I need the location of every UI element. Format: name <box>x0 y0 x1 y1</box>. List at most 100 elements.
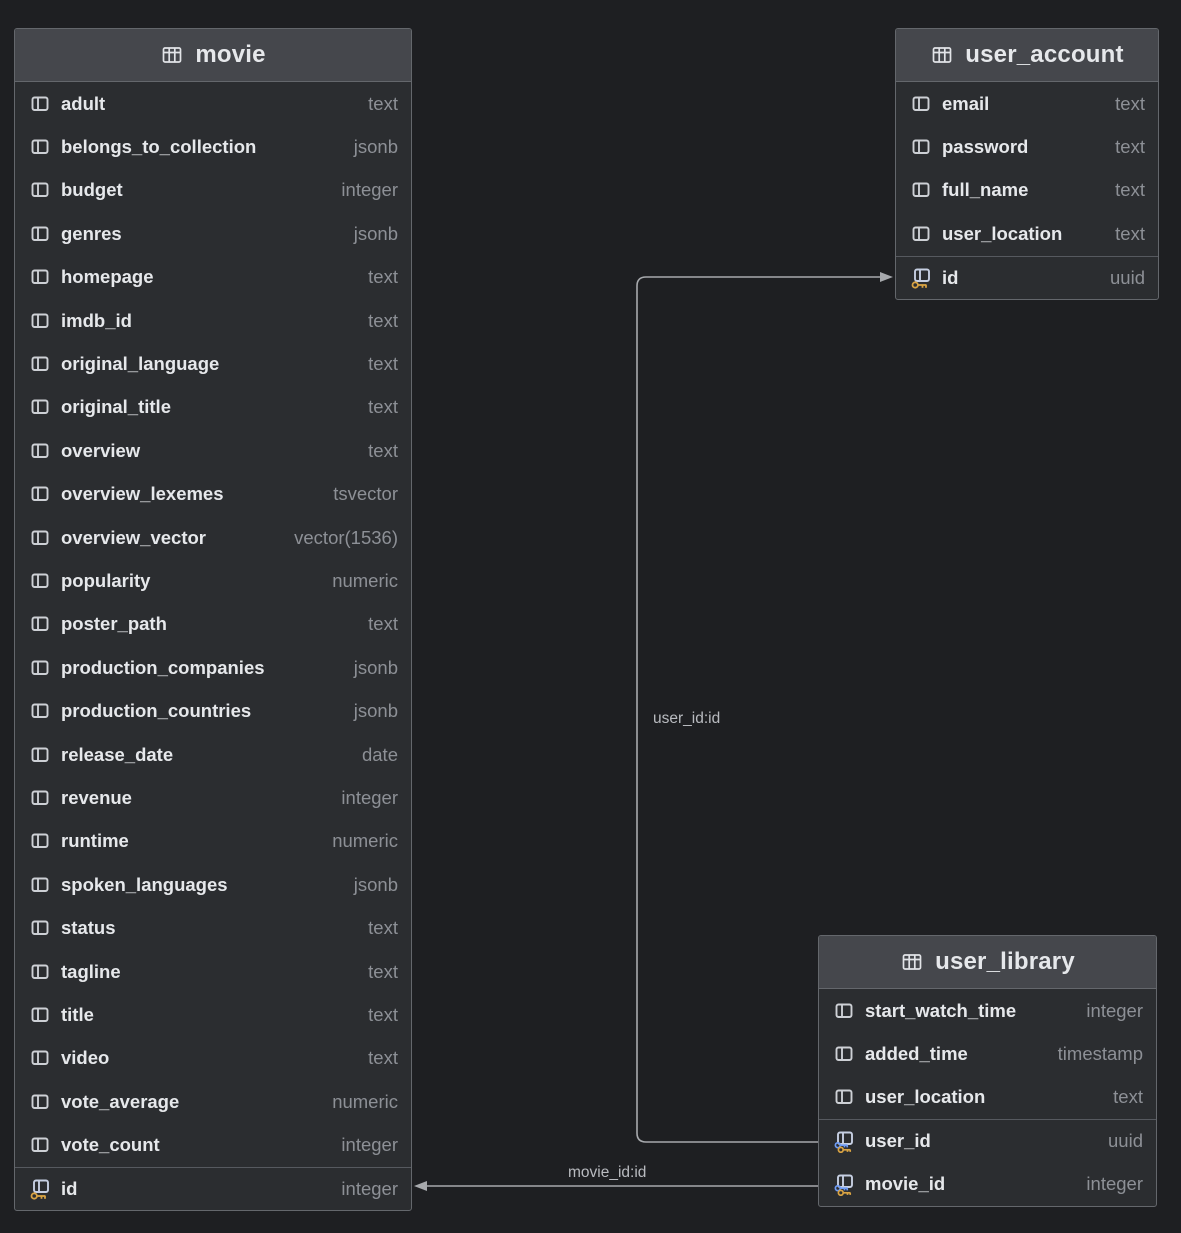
column-icon <box>835 1090 853 1105</box>
column-name: revenue <box>61 786 132 808</box>
column-row[interactable]: added_time timestamp <box>819 1032 1156 1075</box>
column-type: jsonb <box>353 873 398 895</box>
column-rows: adult text <box>15 82 411 1210</box>
table-header[interactable]: user_library <box>819 936 1156 989</box>
table-movie[interactable]: movie <box>14 28 412 1212</box>
column-row[interactable]: email text <box>896 82 1158 125</box>
column-row[interactable]: release_date date <box>15 733 411 776</box>
column-row[interactable]: original_title text <box>15 386 411 429</box>
column-row[interactable]: budget integer <box>15 169 411 212</box>
column-row[interactable]: id integer <box>15 1166 411 1210</box>
column-type: text <box>1115 92 1145 114</box>
column-type: integer <box>341 179 398 201</box>
column-name: id <box>61 1177 78 1199</box>
column-rows: email text <box>896 82 1158 299</box>
column-name: start_watch_time <box>865 999 1017 1021</box>
column-icon <box>31 96 49 111</box>
column-type: text <box>368 353 398 375</box>
column-name: user_location <box>865 1086 986 1108</box>
column-row[interactable]: movie_id integer <box>819 1163 1156 1206</box>
column-row[interactable]: homepage text <box>15 256 411 299</box>
column-type: text <box>1113 1086 1143 1108</box>
column-row[interactable]: vote_count integer <box>15 1123 411 1166</box>
column-row[interactable]: password text <box>896 125 1158 168</box>
column-row[interactable]: genres jsonb <box>15 212 411 255</box>
column-name: original_title <box>61 396 171 418</box>
column-type: text <box>368 613 398 635</box>
foreign-key-icon <box>834 1131 853 1154</box>
column-name: spoken_languages <box>61 873 228 895</box>
column-row[interactable]: user_id uuid <box>819 1119 1156 1162</box>
table-title: user_library <box>935 948 1075 975</box>
column-type: integer <box>341 1177 398 1199</box>
table-header[interactable]: movie <box>15 29 411 82</box>
column-name: release_date <box>61 743 174 765</box>
column-icon <box>31 1007 49 1022</box>
column-row[interactable]: user_location text <box>819 1076 1156 1119</box>
column-row[interactable]: id uuid <box>896 255 1158 299</box>
column-name: user_id <box>865 1130 931 1152</box>
column-row[interactable]: spoken_languages jsonb <box>15 863 411 906</box>
column-icon <box>31 486 49 502</box>
table-header[interactable]: user_account <box>896 29 1158 82</box>
column-icon <box>31 703 49 719</box>
column-row[interactable]: runtime numeric <box>15 820 411 863</box>
column-type: text <box>1115 179 1145 201</box>
column-name: production_countries <box>61 700 252 722</box>
column-icon <box>31 1137 49 1153</box>
column-type: jsonb <box>353 700 398 722</box>
column-row[interactable]: popularity numeric <box>15 559 411 602</box>
column-row[interactable]: status text <box>15 906 411 949</box>
table-grid-icon <box>932 47 952 63</box>
column-icon <box>31 226 49 241</box>
column-row[interactable]: adult text <box>15 82 411 125</box>
column-row[interactable]: revenue integer <box>15 776 411 819</box>
column-name: budget <box>61 179 123 201</box>
column-type: text <box>368 1003 398 1025</box>
table-user-library[interactable]: user_library <box>818 935 1157 1207</box>
column-name: original_language <box>61 353 220 375</box>
column-name: status <box>61 917 116 939</box>
column-row[interactable]: start_watch_time integer <box>819 989 1156 1032</box>
column-row[interactable]: full_name text <box>896 169 1158 212</box>
column-row[interactable]: vote_average numeric <box>15 1080 411 1123</box>
column-type: numeric <box>332 830 398 852</box>
relation-label-movie-id: movie_id:id <box>565 1163 650 1183</box>
column-type: tsvector <box>333 483 398 505</box>
relation-user-id-wire[interactable] <box>636 272 893 1143</box>
primary-key-icon <box>30 1179 49 1200</box>
column-row[interactable]: poster_path text <box>15 603 411 646</box>
column-row[interactable]: overview text <box>15 429 411 472</box>
column-row[interactable]: imdb_id text <box>15 299 411 342</box>
column-icon <box>31 1094 49 1109</box>
column-icon <box>31 747 49 762</box>
table-grid-icon <box>902 954 922 970</box>
column-row[interactable]: user_location text <box>896 212 1158 255</box>
table-user-account[interactable]: user_account <box>895 28 1159 300</box>
column-row[interactable]: overview_lexemes tsvector <box>15 473 411 516</box>
column-row[interactable]: overview_vector vector(1536) <box>15 516 411 559</box>
column-name: homepage <box>61 266 154 288</box>
column-icon <box>31 1050 49 1066</box>
column-row[interactable]: production_companies jsonb <box>15 646 411 689</box>
column-type: text <box>1115 136 1145 158</box>
column-icon <box>835 1046 853 1062</box>
column-rows: start_watch_time integer <box>819 989 1156 1206</box>
column-row[interactable]: belongs_to_collection jsonb <box>15 125 411 168</box>
column-icon <box>835 1003 853 1018</box>
column-icon <box>31 443 49 458</box>
column-row[interactable]: tagline text <box>15 950 411 993</box>
column-row[interactable]: video text <box>15 1037 411 1080</box>
column-type: timestamp <box>1057 1043 1143 1065</box>
column-icon <box>31 877 49 892</box>
column-icon <box>31 573 49 588</box>
column-row[interactable]: title text <box>15 993 411 1036</box>
column-name: added_time <box>865 1043 968 1065</box>
column-row[interactable]: production_countries jsonb <box>15 689 411 732</box>
column-row[interactable]: original_language text <box>15 342 411 385</box>
column-type: uuid <box>1110 266 1145 288</box>
column-type: numeric <box>332 1090 398 1112</box>
table-grid-icon <box>162 47 182 63</box>
column-name: title <box>61 1003 94 1025</box>
